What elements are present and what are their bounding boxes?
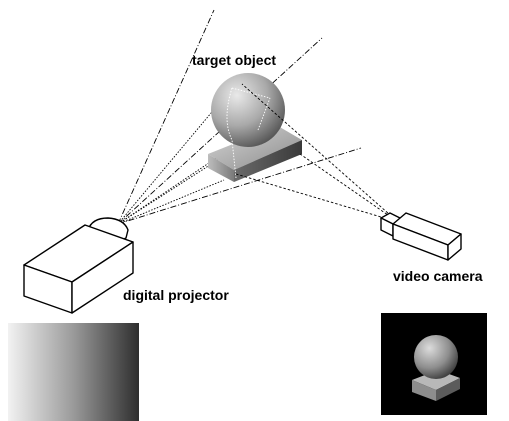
camera-view-base-side	[436, 378, 460, 401]
video-camera	[380, 212, 462, 261]
camera-view-image	[381, 313, 487, 415]
camera-view-sphere	[414, 335, 458, 379]
projector-ray-to-object-2	[117, 179, 225, 225]
projector-ray-upper-3	[117, 147, 362, 225]
camera-view-base-front	[412, 380, 436, 401]
target-sphere	[211, 73, 285, 147]
label-video-camera: video camera	[393, 268, 483, 284]
projected-pattern-outline	[226, 87, 271, 179]
label-digital-projector: digital projector	[123, 287, 229, 303]
target-object	[208, 73, 302, 182]
camera-ray-2	[299, 153, 399, 223]
projector-ray-to-object-3	[117, 129, 259, 225]
projector-side	[71, 241, 134, 314]
digital-projector	[23, 217, 134, 314]
camera-ray-3	[235, 173, 399, 223]
projected-gradient-pattern	[8, 323, 139, 421]
label-target-object: target object	[192, 52, 277, 68]
projector-ray-upper-2	[117, 37, 323, 225]
projector-ray-upper-1	[117, 9, 215, 225]
camera-body-side	[447, 233, 462, 261]
camera-ray-1	[241, 83, 399, 223]
camera-rays	[235, 83, 399, 223]
target-base-front	[208, 154, 234, 182]
target-base-top	[208, 126, 302, 170]
target-base-side	[234, 140, 302, 182]
